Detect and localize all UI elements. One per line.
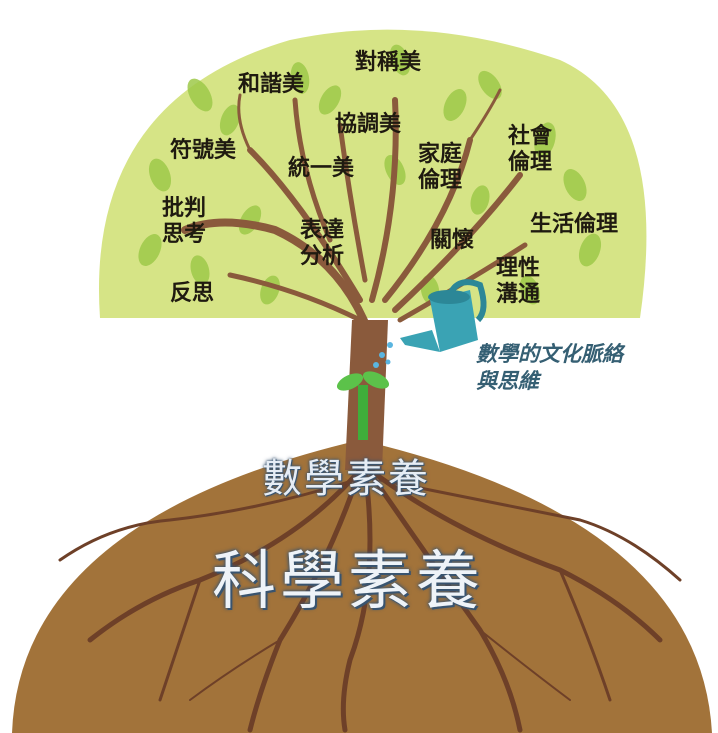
soil bbox=[12, 440, 712, 733]
water-drops bbox=[373, 342, 393, 368]
label-shehui-lunli: 社會 倫理 bbox=[508, 124, 553, 175]
watering-can-icon bbox=[400, 279, 487, 352]
label-duichen-mei: 對稱美 bbox=[355, 50, 422, 75]
label-tongyi-mei: 統一美 bbox=[288, 156, 355, 181]
label-hexie-mei: 和諧美 bbox=[238, 72, 305, 97]
sprout bbox=[336, 371, 390, 440]
label-pipan-sikao: 批判 思考 bbox=[162, 196, 207, 247]
roots bbox=[58, 467, 682, 733]
label-fansi: 反思 bbox=[170, 281, 215, 306]
label-biaoda-fenxi: 表達 分析 bbox=[300, 218, 345, 269]
label-guanhuai: 關懷 bbox=[430, 228, 475, 253]
label-jiating-lunli: 家庭 倫理 bbox=[418, 142, 463, 193]
label-xietiao-mei: 協調美 bbox=[335, 112, 402, 137]
label-watering-caption: 數學的文化脈絡 與思維 bbox=[476, 341, 623, 393]
label-science-literacy: 科學素養 bbox=[212, 545, 484, 619]
label-lixing-goutong: 理性 溝通 bbox=[496, 256, 541, 307]
canopy bbox=[98, 29, 647, 319]
label-fuhao-mei: 符號美 bbox=[170, 138, 237, 163]
label-math-literacy: 數學素養 bbox=[262, 456, 430, 502]
label-shenghuo-lunli: 生活倫理 bbox=[530, 212, 619, 237]
